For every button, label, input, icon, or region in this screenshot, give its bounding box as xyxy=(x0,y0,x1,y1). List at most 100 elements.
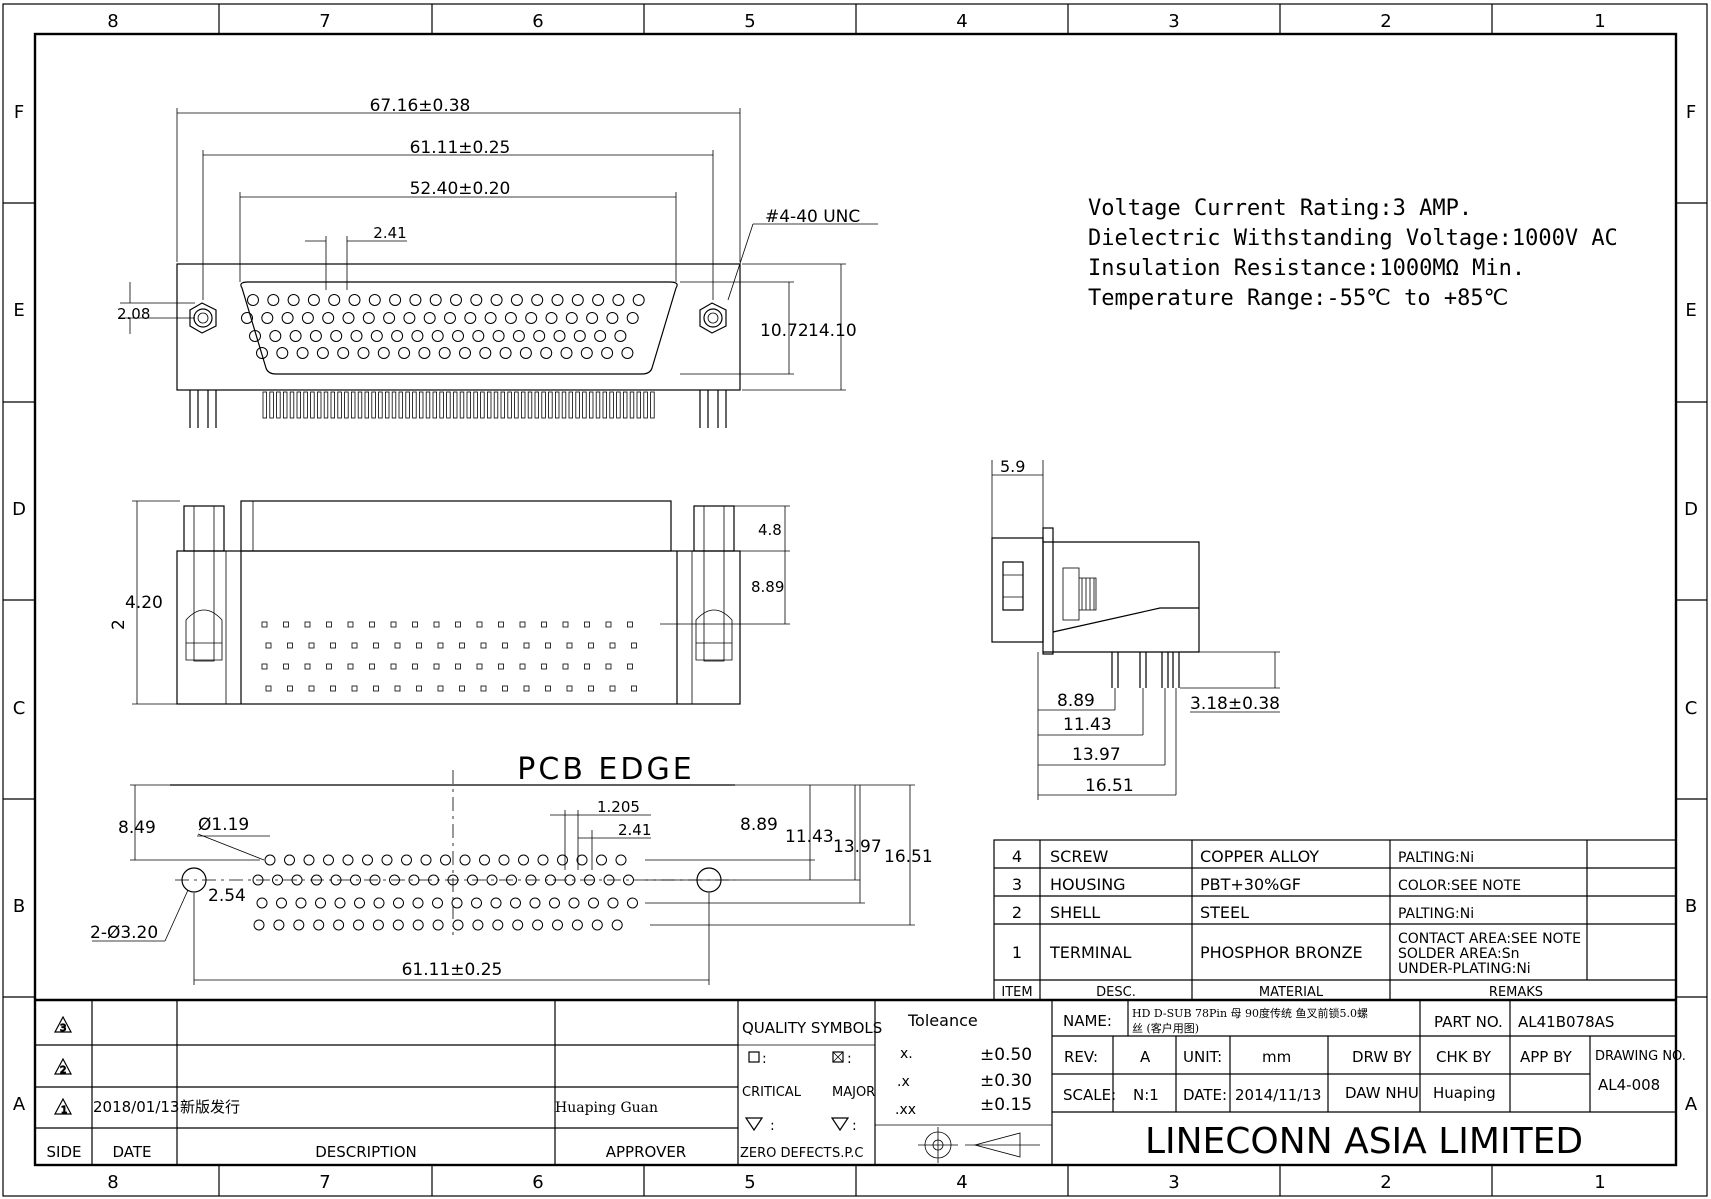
tail-square xyxy=(394,642,401,649)
column-label: 7 xyxy=(319,11,330,32)
dim-side-d: 16.51 xyxy=(1085,776,1134,796)
contact-pin xyxy=(362,312,375,324)
bom-material: PHOSPHOR BRONZE xyxy=(1200,943,1363,962)
bom-remark: COLOR:SEE NOTE xyxy=(1398,878,1521,894)
tail-square xyxy=(519,663,526,670)
part-no-value: AL41B078AS xyxy=(1518,1013,1614,1031)
pcb-tail xyxy=(548,391,553,419)
column-label: 6 xyxy=(532,11,543,32)
contact-pin xyxy=(377,347,390,359)
contact-pin xyxy=(368,294,381,306)
contact-pin xyxy=(241,312,253,324)
mount-hole-left xyxy=(181,867,207,893)
tail-square xyxy=(502,685,508,692)
date-label: DATE: xyxy=(1183,1086,1227,1104)
pcb-hole xyxy=(607,897,619,909)
pcb-hole xyxy=(506,874,517,886)
pcb-hole xyxy=(557,854,568,866)
bom-header-item: ITEM xyxy=(1001,985,1032,1000)
pcb-tail xyxy=(310,391,315,419)
tail-square xyxy=(283,663,289,670)
tail-square xyxy=(265,642,272,649)
contact-pin xyxy=(342,312,355,324)
dim-mount-width: 61.11±0.25 xyxy=(410,138,511,158)
pcb-hole xyxy=(350,874,361,886)
svg-text::: : xyxy=(770,1118,775,1134)
pcb-tail xyxy=(541,391,546,419)
tail-square xyxy=(437,685,444,692)
triangle-down-icon xyxy=(830,1117,850,1132)
column-label: 2 xyxy=(1380,11,1391,32)
tail-square xyxy=(480,642,487,649)
quality-major: MAJOR xyxy=(832,1085,875,1100)
tail-square xyxy=(326,663,332,670)
pcb-tail xyxy=(425,391,431,419)
pcb-tail xyxy=(405,391,410,419)
tail-square xyxy=(351,642,358,649)
pcb-hole xyxy=(510,897,521,909)
tail-square xyxy=(605,621,612,628)
pcb-hole xyxy=(459,854,471,866)
tail-square xyxy=(498,663,504,670)
svg-text::: : xyxy=(762,1051,767,1067)
bom-header-material: MATERIAL xyxy=(1259,985,1324,1000)
contact-pin xyxy=(261,312,274,324)
pcb-tail xyxy=(350,391,356,419)
front-board-locks xyxy=(189,390,727,428)
dim-depth: 4.20 xyxy=(125,593,163,613)
pcb-tail xyxy=(466,391,471,419)
bom-desc: TERMINAL xyxy=(1049,943,1131,962)
pcb-hole xyxy=(354,897,365,909)
contact-pin xyxy=(328,294,341,306)
pcb-tail xyxy=(493,391,499,419)
pcb-tail xyxy=(296,391,301,419)
pcb-hole xyxy=(353,919,364,931)
contact-pin xyxy=(383,312,396,324)
pcb-tail xyxy=(609,391,614,419)
pcb-hole xyxy=(492,919,504,931)
column-label: 3 xyxy=(1168,1172,1179,1193)
pcb-tail xyxy=(473,391,478,419)
front-pcb-tails xyxy=(262,391,655,419)
bottom-view: 4.20 2 4.8 8.89 xyxy=(109,500,790,705)
pcb-hole xyxy=(311,874,322,886)
pcb-tail xyxy=(486,391,492,419)
tail-square xyxy=(455,621,461,628)
title-block: NAME: HD D-SUB 78Pin 母 90度传统 鱼叉前锁5.0螺 丝 … xyxy=(1052,1000,1686,1162)
pcb-hole xyxy=(393,897,404,909)
tail-square xyxy=(519,621,526,628)
chk-by-label: CHK BY xyxy=(1436,1048,1492,1066)
pcb-hole xyxy=(334,897,346,909)
contact-pin xyxy=(391,330,404,342)
row-label: D xyxy=(12,499,26,520)
pcb-dimension-lines xyxy=(92,784,915,985)
pcb-hole xyxy=(412,897,424,909)
bottom-body xyxy=(176,550,741,705)
tail-square xyxy=(416,642,422,649)
pcb-hole xyxy=(471,897,482,909)
drawn-by: DAW NHU xyxy=(1345,1084,1419,1102)
contact-pin xyxy=(444,312,456,324)
pcb-tail xyxy=(514,391,519,419)
pcb-hole xyxy=(342,854,354,866)
svg-text::: : xyxy=(847,1051,852,1067)
square-x-icon xyxy=(832,1051,844,1063)
pcb-hole xyxy=(568,897,580,909)
tail-square xyxy=(562,621,569,628)
pcb-hole xyxy=(479,854,490,866)
pcb-hole xyxy=(303,854,315,866)
pcb-hole xyxy=(603,874,615,886)
contact-pin xyxy=(398,347,411,359)
pcb-hole xyxy=(392,919,404,931)
pcb-tail xyxy=(316,391,322,419)
bottom-tail-array xyxy=(261,621,637,692)
bom-header-desc: DESC. xyxy=(1096,985,1136,1000)
tail-square xyxy=(373,642,379,649)
row-label: E xyxy=(13,300,24,321)
revision-approver: Huaping Guan xyxy=(555,1100,658,1116)
pcb-tail xyxy=(650,391,655,419)
spec-line: Temperature Range:-55℃ to +85℃ xyxy=(1088,286,1508,311)
pcb-tail xyxy=(527,391,533,419)
column-label: 3 xyxy=(1168,11,1179,32)
tail-square xyxy=(261,621,268,628)
